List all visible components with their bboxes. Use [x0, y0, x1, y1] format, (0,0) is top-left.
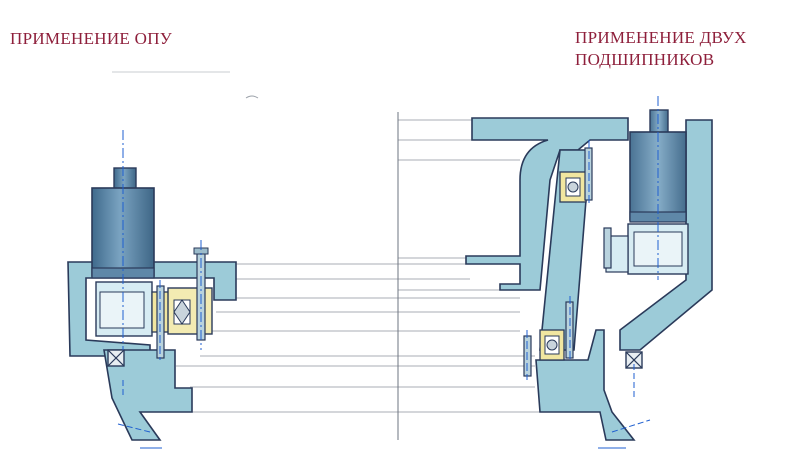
arc-mark	[245, 95, 259, 99]
right-motor-shaft	[649, 109, 669, 135]
left-motor-shaft	[113, 167, 137, 191]
leader-lines	[176, 119, 540, 413]
title-two-bearings-line2: ПОДШИПНИКОВ	[575, 50, 715, 69]
right-bolt-4	[603, 227, 612, 269]
left-wheel-hub	[103, 349, 193, 441]
title-single-bearing: ПРИМЕНЕНИЕ ОПУ	[10, 29, 173, 48]
right-wheel-hub	[535, 329, 636, 441]
title-two-bearings: ПРИМЕНЕНИЕ ДВУХ ПОДШИПНИКОВ	[575, 27, 747, 71]
left-assembly	[67, 130, 237, 449]
right-assembly	[465, 96, 713, 449]
title-two-bearings-line1: ПРИМЕНЕНИЕ ДВУХ	[575, 28, 747, 47]
